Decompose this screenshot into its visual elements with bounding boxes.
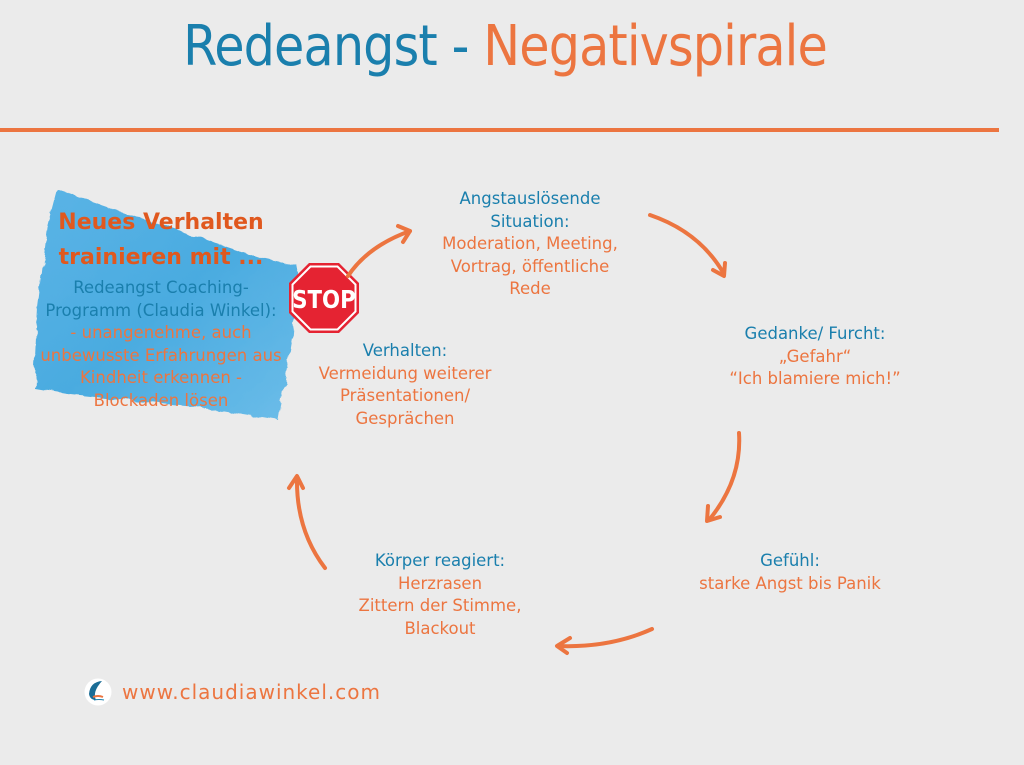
- node-situation: Angstauslösende Situation: Moderation, M…: [420, 188, 640, 301]
- panel-title-line-2: trainieren mit ...: [58, 245, 264, 270]
- node-feeling: Gefühl: starke Angst bis Panik: [680, 550, 900, 595]
- node-body-head: Körper reagiert:: [374, 551, 506, 570]
- panel-body-line: unbewusste Erfahrungen aus: [40, 345, 282, 365]
- node-thought-head: Gedanke/ Furcht:: [744, 324, 886, 343]
- node-behavior-head: Verhalten:: [362, 341, 448, 360]
- node-behavior-body: Gesprächen: [355, 408, 455, 428]
- title-divider: [0, 128, 999, 132]
- page-title: Redeangst - Negativspirale: [61, 14, 950, 79]
- title-part-2: Negativspirale: [483, 14, 828, 79]
- panel-body-line: Blockaden lösen: [93, 390, 229, 410]
- panel-body-line: Kindheit erkennen -: [79, 368, 243, 387]
- node-thought-body: „Gefahr“: [778, 346, 852, 366]
- node-situation-body: Vortrag, öffentliche: [450, 256, 610, 276]
- node-body-reaction: Körper reagiert: Herzrasen Zittern der S…: [340, 550, 540, 640]
- svg-text:STOP: STOP: [292, 285, 355, 314]
- panel-subtitle-line-2: Programm (Claudia Winkel):: [45, 300, 277, 320]
- node-thought-body: “Ich blamiere mich!”: [729, 369, 901, 388]
- node-feeling-head: Gefühl:: [760, 551, 820, 570]
- node-situation-body: Moderation, Meeting,: [442, 234, 618, 253]
- node-body-body: Zittern der Stimme,: [358, 596, 522, 615]
- title-part-1: Redeangst -: [183, 14, 484, 79]
- website-link[interactable]: www.claudiawinkel.com: [122, 680, 381, 704]
- node-situation-head: Angstauslösende: [459, 189, 601, 208]
- arrow-to-body-icon: [556, 627, 654, 649]
- footer: www.claudiawinkel.com: [84, 678, 381, 706]
- watercolor-background: [34, 190, 298, 420]
- stop-sign-icon: STOP: [289, 263, 359, 333]
- node-thought: Gedanke/ Furcht: „Gefahr“ “Ich blamiere …: [700, 323, 930, 391]
- node-body-body: Herzrasen: [397, 573, 483, 593]
- panel-subtitle-line-1: Redeangst Coaching-: [73, 278, 249, 297]
- node-behavior-body: Vermeidung weiterer: [318, 363, 492, 383]
- node-body-body: Blackout: [404, 618, 476, 638]
- coaching-panel: Neues Verhalten trainieren mit ... Redea…: [30, 205, 292, 412]
- node-situation-head: Situation:: [490, 211, 570, 231]
- arrow-to-feeling-icon: [707, 431, 742, 522]
- arrow-to-thought-icon: [648, 213, 726, 276]
- node-situation-body: Rede: [509, 279, 551, 298]
- node-behavior-body: Präsentationen/: [339, 386, 471, 405]
- panel-body-line: - unangenehme, auch: [70, 323, 252, 342]
- panel-title-line-1: Neues Verhalten: [58, 210, 264, 235]
- wave-logo-icon: [84, 678, 112, 706]
- arrow-to-behavior-icon: [294, 476, 327, 570]
- node-feeling-body: starke Angst bis Panik: [699, 573, 881, 593]
- node-behavior: Verhalten: Vermeidung weiterer Präsentat…: [300, 340, 510, 430]
